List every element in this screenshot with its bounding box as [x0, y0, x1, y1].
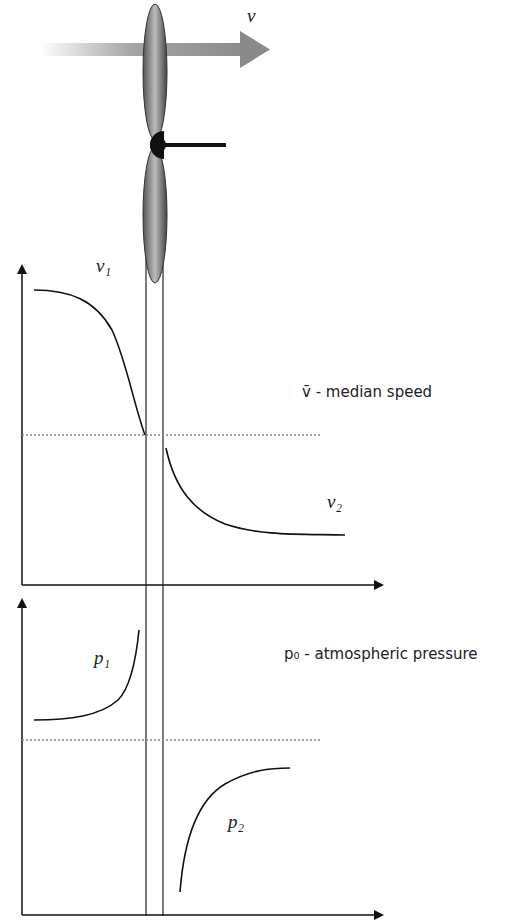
upstream-speed-label: v₁: [96, 256, 111, 277]
downstream-pressure-label: p₂: [228, 812, 244, 833]
upstream-pressure-label: p₁: [94, 648, 110, 669]
rotor-plane-lines: [146, 235, 163, 916]
wind-turbine: [143, 4, 226, 283]
median-speed-label: v̄ - median speed: [300, 384, 434, 401]
downstream-speed-label: v₂: [327, 492, 342, 513]
speed-graph: [22, 266, 382, 585]
wind-speed-symbol: v: [247, 6, 255, 27]
atmospheric-pressure-label: p₀ - atmospheric pressure: [282, 646, 480, 663]
